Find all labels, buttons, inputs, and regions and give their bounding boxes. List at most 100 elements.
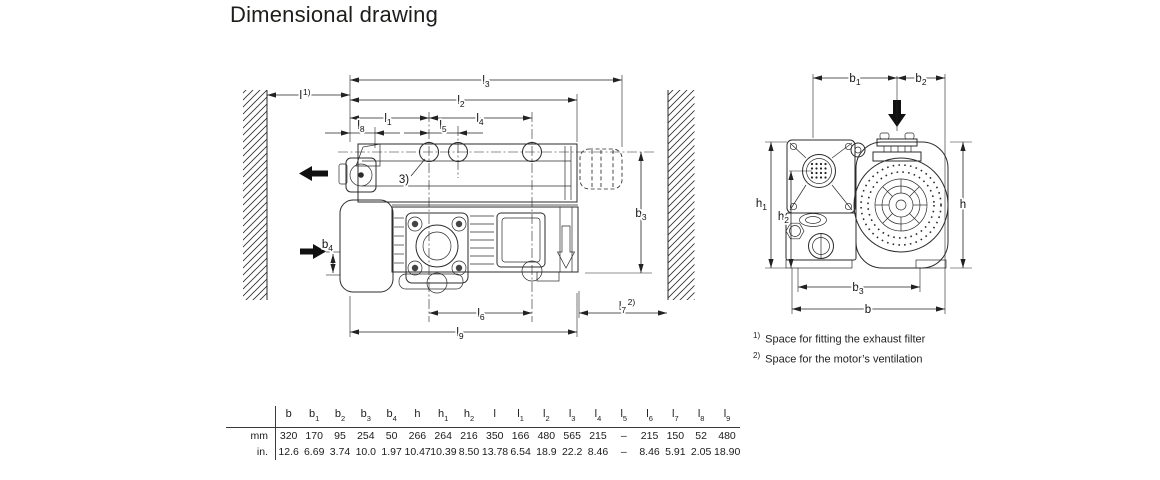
row-label: in.	[226, 443, 276, 460]
table-cell: 266	[408, 429, 427, 442]
inlet-direction-arrow	[300, 244, 326, 259]
col-header-b: b	[275, 406, 302, 428]
dim-label-l7: l72)	[619, 297, 636, 315]
table-cell: 170	[305, 429, 323, 442]
dim-label-b1: b1	[849, 73, 860, 87]
col-header-h1: h1	[430, 406, 457, 428]
table-cell: 5.91	[665, 445, 686, 458]
col-header-l4: l4	[585, 406, 611, 428]
dim-label-b4: b4	[322, 239, 333, 253]
table-cell: 1.97	[381, 445, 402, 458]
table-cell: 254	[357, 429, 375, 442]
dim-label-b2: b2	[915, 73, 926, 87]
col-header-l8: l8	[688, 406, 715, 428]
dim-label-h1: h1	[756, 198, 767, 212]
oil-sight-glass-icon	[808, 233, 834, 259]
dim-label-l5: l5	[439, 120, 447, 134]
table-cell: 52	[695, 429, 707, 442]
table-cell: 216	[460, 429, 478, 442]
dim-label-h2: h2	[778, 211, 789, 225]
table-cell: 95	[334, 429, 346, 442]
table-cell: 215	[589, 429, 607, 442]
col-header-b3: b3	[352, 406, 379, 428]
table-cell: –	[620, 429, 627, 442]
exhaust-filter-dashed	[579, 148, 623, 190]
table-cell: 8.46	[587, 445, 609, 458]
table-cell: 8.50	[458, 445, 480, 458]
pump-side-outline	[338, 112, 654, 322]
dim-label-b3-side: b3	[635, 208, 646, 222]
dim-label-l9: l9	[456, 327, 464, 341]
table-cell: 480	[537, 429, 556, 442]
table-cell: 10.0	[355, 445, 376, 458]
dim-label-l: l1)	[299, 87, 310, 102]
table-cell: 8.46	[639, 445, 660, 458]
wall-right	[667, 90, 695, 300]
table-cell: 480	[718, 429, 736, 442]
wall-left	[243, 90, 268, 300]
exhaust-direction-arrow	[299, 166, 328, 181]
table-cell: 22.2	[561, 445, 583, 458]
footnote-2-text: Space for the motor’s ventilation	[765, 353, 923, 366]
connector-pins	[810, 162, 827, 179]
col-header-h: h	[404, 406, 431, 428]
dim-label-l1: l1	[384, 113, 392, 127]
side-view-drawing: l1) l3 l2 l1 l4 l8 l5 b4 b3 l6 l72) l9 3…	[243, 73, 695, 343]
note-leader-line	[410, 158, 426, 177]
extension-lines-side	[326, 75, 652, 337]
fan-guard-spokes	[875, 179, 927, 231]
table-cell: 166	[511, 429, 530, 442]
col-header-l6: l6	[636, 406, 663, 428]
dim-label-b3-front: b3	[852, 282, 863, 296]
col-header-b2: b2	[327, 406, 353, 428]
table-cell: 10.39	[430, 445, 457, 458]
col-header-l1: l1	[507, 406, 534, 428]
col-header-l9: l9	[714, 406, 740, 428]
front-view-drawing: b1 b2 h1 h2 h b3 b	[754, 71, 972, 318]
col-header-h2: h2	[456, 406, 482, 428]
dim-label-l8: l8	[357, 120, 365, 134]
table-cell: 50	[385, 429, 398, 442]
table-cell: 18.90	[714, 445, 741, 458]
table-cell: 350	[486, 429, 504, 442]
dim-label-l4: l4	[476, 113, 484, 127]
footnote-motor-ventilation: 2) Space for the motor’s ventilation	[753, 351, 925, 366]
dimension-lines-front	[768, 75, 966, 312]
dim-label-h: h	[960, 199, 966, 211]
col-header-b4: b4	[378, 406, 405, 428]
table-cell: –	[620, 445, 627, 458]
col-header-l7: l7	[662, 406, 689, 428]
dim-label-l2: l2	[457, 95, 465, 109]
table-corner	[226, 406, 276, 428]
col-header-l: l	[481, 406, 508, 428]
page-title: Dimensional drawing	[230, 2, 439, 27]
table-cell: 2.05	[690, 445, 712, 458]
footnote-exhaust-filter: 1)Space for fitting the exhaust filter	[753, 331, 925, 346]
dimensional-drawing-canvas: l1) l3 l2 l1 l4 l8 l5 b4 b3 l6 l72) l9 3…	[243, 71, 972, 343]
col-header-l5: l5	[610, 406, 637, 428]
pump-front-outline	[785, 132, 949, 269]
table-cell: 18.9	[536, 445, 557, 458]
dim-label-l6: l6	[477, 308, 485, 322]
row-label: mm	[226, 427, 276, 444]
extension-lines-front	[765, 74, 972, 314]
table-cell: 150	[666, 429, 685, 442]
motor-cooling-fins	[394, 215, 494, 265]
note-3-marker: 3)	[399, 174, 409, 186]
table-cell: 264	[434, 429, 452, 442]
table-cell: 12.6	[278, 445, 299, 458]
dim-label-b: b	[865, 304, 871, 316]
dim-label-l3: l3	[482, 75, 490, 89]
table-cell: 565	[563, 429, 581, 442]
col-header-l3: l3	[559, 406, 586, 428]
table-cell: 6.69	[303, 445, 325, 458]
footnote-1-text: Space for fitting the exhaust filter	[765, 333, 926, 346]
footnote-2-marker: 2)	[753, 350, 761, 360]
table-cell: 13.78	[481, 445, 509, 458]
col-header-l2: l2	[533, 406, 560, 428]
